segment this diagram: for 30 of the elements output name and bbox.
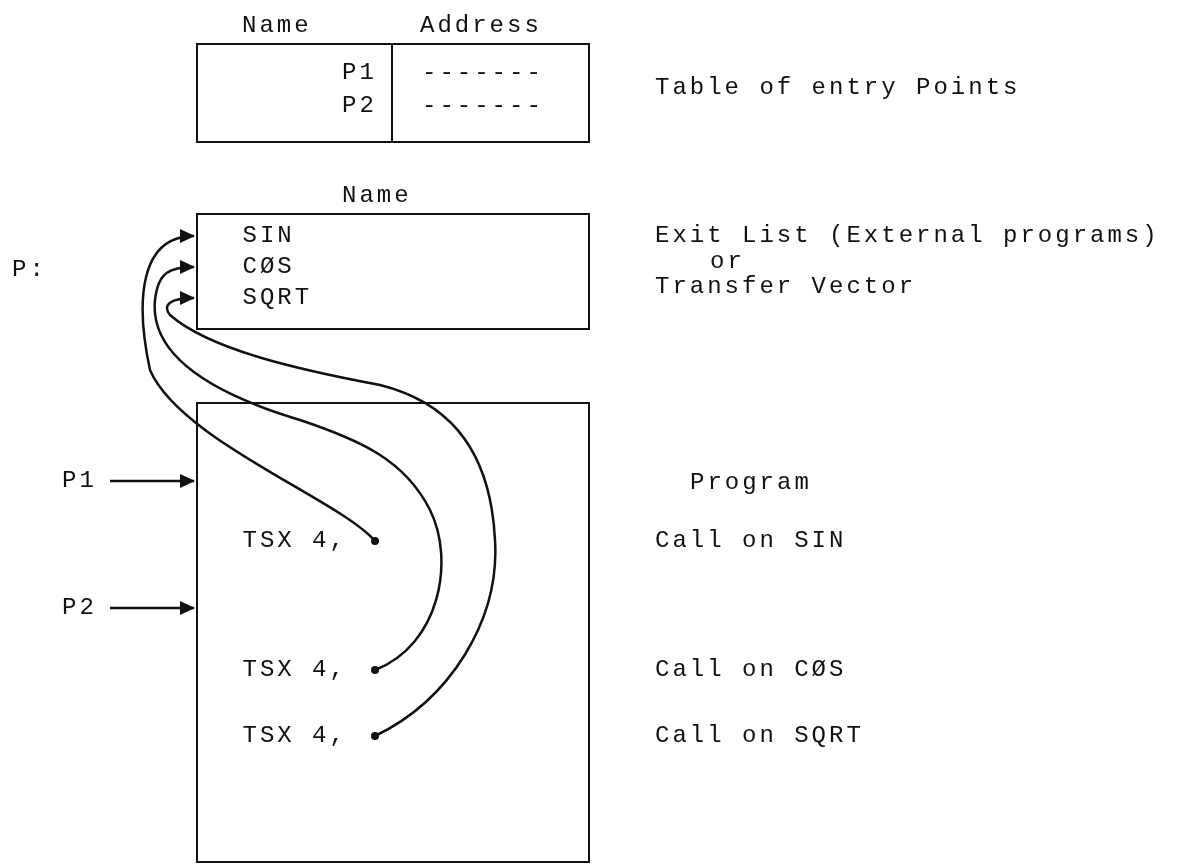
table-cell: ------- (422, 92, 544, 120)
table-cell: P1 (342, 59, 377, 87)
description-text: Program (690, 469, 812, 497)
column-header: Name (242, 12, 312, 40)
table-cell: ------- (422, 59, 544, 87)
instruction-text: TSX 4, (242, 526, 375, 555)
section-label: P: (12, 256, 47, 284)
instruction-text: TSX 4, (242, 721, 375, 750)
description-text: or (710, 248, 745, 275)
entry-name: SIN (195, 221, 326, 250)
entry-name: SQRT (195, 283, 326, 312)
description-text: Call on SIN (655, 527, 847, 555)
description-text: Exit List (External programs) (655, 222, 1160, 250)
entry-point-label: P1 (62, 467, 110, 495)
description-text: Transfer Vector (655, 273, 917, 301)
curved-arrow (141, 230, 379, 545)
arrow (110, 601, 195, 615)
entry-name: CØS (195, 252, 326, 281)
curved-arrow (153, 260, 443, 674)
column-header: Name (342, 182, 412, 210)
table-cell: P2 (342, 92, 377, 120)
instruction-text: TSX 4, (242, 655, 375, 684)
column-header: Address (420, 12, 542, 40)
program-box (196, 402, 590, 863)
entry-point-label: P2 (62, 594, 110, 622)
description-text: Call on SQRT (655, 722, 864, 750)
arrow (110, 474, 195, 488)
curved-arrow (166, 291, 497, 740)
description-text: Table of entry Points (655, 74, 1021, 102)
description-text: Call on CØS (655, 656, 847, 684)
